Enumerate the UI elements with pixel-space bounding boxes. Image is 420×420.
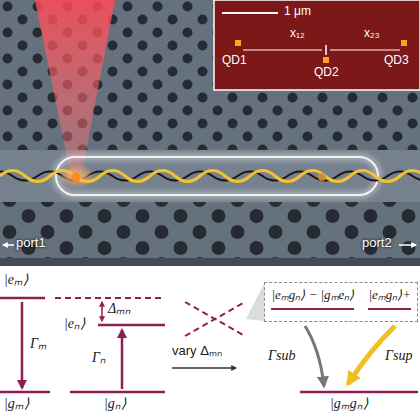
energy-level bbox=[368, 308, 411, 310]
state-label: |gₘ⟩ bbox=[4, 396, 29, 412]
air-holes bbox=[0, 202, 420, 258]
energy-level bbox=[98, 324, 165, 327]
sem-inset bbox=[214, 0, 420, 90]
decay-arrow bbox=[21, 302, 24, 388]
dot-label: QD3 bbox=[384, 54, 409, 68]
excitation-arrow bbox=[121, 330, 124, 389]
quantum-dot bbox=[72, 173, 81, 182]
detuning-label: Δₘₙ bbox=[108, 301, 131, 317]
port-label: port1 bbox=[16, 236, 46, 251]
rate-label: Γsub bbox=[268, 348, 295, 364]
scale-bar bbox=[222, 12, 278, 14]
state-label: |gₘgₙ⟩ bbox=[330, 396, 368, 412]
distance-marker bbox=[330, 50, 400, 51]
vary-label: vary Δₘₙ bbox=[172, 344, 222, 359]
rate-label: Γₙ bbox=[92, 350, 106, 366]
crystal-slab bbox=[0, 0, 420, 262]
inset-panel: 1 μm x₁₂ x₂₃ QD1QD2 QD3 bbox=[214, 0, 420, 90]
quantum-dot bbox=[235, 40, 241, 46]
distance-label: x₁₂ bbox=[290, 27, 305, 41]
quantum-dot bbox=[401, 40, 407, 46]
laser-beam bbox=[35, 0, 115, 172]
state-label: |eₘgₙ⟩ − |gₘeₙ⟩ bbox=[271, 288, 354, 303]
quantum-dot bbox=[323, 57, 329, 63]
cavity-glow bbox=[56, 157, 378, 195]
cavity-outline bbox=[56, 157, 378, 195]
distance-label: x₂₃ bbox=[364, 27, 380, 41]
energy-level-dashed bbox=[55, 297, 165, 299]
energy-level bbox=[300, 391, 418, 394]
scale-label: 1 μm bbox=[284, 5, 311, 19]
port-arrow bbox=[3, 244, 14, 246]
state-label: |eₙ⟩ bbox=[64, 316, 85, 332]
detuning-arrow bbox=[101, 302, 103, 321]
port-arrow bbox=[399, 244, 416, 246]
energy-level bbox=[0, 391, 50, 394]
crossing-level bbox=[185, 302, 245, 336]
laser-spot bbox=[62, 168, 90, 184]
rate-label: Γsup bbox=[385, 348, 412, 364]
dot-label: QD2 bbox=[314, 66, 339, 80]
state-label: |eₘgₙ⟩+ bbox=[368, 288, 411, 303]
energy-level bbox=[70, 391, 165, 394]
slab-edge bbox=[0, 258, 420, 266]
distance-marker bbox=[243, 50, 322, 51]
port-label: port2 bbox=[362, 236, 392, 251]
energy-level bbox=[271, 308, 354, 310]
state-label: |eₘ⟩ bbox=[4, 272, 28, 288]
zoom-wedge bbox=[246, 283, 264, 321]
energy-level bbox=[0, 297, 45, 300]
state-box: |eₘgₙ⟩ − |gₘeₙ⟩ |eₘgₙ⟩+ bbox=[264, 282, 418, 322]
crossing-level bbox=[185, 302, 245, 336]
state-label: |gₙ⟩ bbox=[104, 396, 126, 412]
distance-tick bbox=[325, 45, 327, 55]
subradiant-decay bbox=[305, 326, 324, 386]
waveguide-band bbox=[0, 150, 420, 202]
vary-arrow bbox=[172, 367, 236, 369]
dot-label: QD1 bbox=[222, 54, 247, 68]
quantum-dot bbox=[318, 173, 326, 181]
rate-label: Γₘ bbox=[30, 336, 47, 352]
